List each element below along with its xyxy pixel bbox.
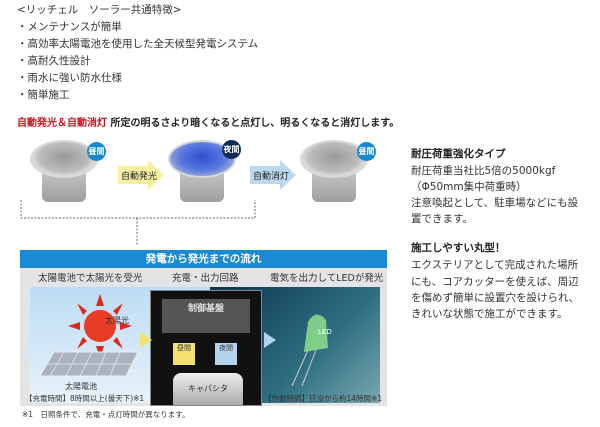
charge-time: 【充電時間】8時間以上(曇天下)※1 [25, 394, 145, 403]
day-badge: 昼間 [357, 142, 376, 161]
feature-item: ・メンテナンスが簡単 [17, 21, 122, 33]
feature-item: ・簡単施工 [17, 89, 70, 101]
feature-item: ・雨水に強い防水仕様 [17, 72, 122, 84]
capacitor: キャパシタ [173, 373, 243, 405]
feature-item: ・高効率太陽電池を使用した全天候型発電システム [17, 38, 259, 50]
day-badge: 昼間 [87, 142, 106, 161]
run-time: 【作動時間】日没から約14時間※1 [264, 394, 383, 403]
col2-label: 充電・出力回路 [172, 273, 239, 284]
right-heading-1: 耐圧荷重強化タイプ [411, 148, 506, 160]
solar-panel-icon [40, 351, 139, 377]
dashed-bracket [20, 200, 256, 246]
flow-panel: 発電から発光までの流れ 太陽電池で太陽光を受光 充電・出力回路 電気を出力してL… [20, 250, 387, 406]
flow-title: 発電から発光までの流れ [20, 250, 387, 268]
day-arrow: 昼間 [173, 343, 195, 365]
feature-item: ・高耐久性設計 [17, 55, 91, 67]
right-text: エクステリアとして完成された場所 [411, 259, 579, 271]
right-text: 注意喚起として、駐車場などにも設 [411, 197, 579, 209]
auto-line: 自動発光＆自動消灯 所定の明るさより暗くなると点灯し、明るくなると消灯します。 [17, 114, 399, 129]
right-text: を傷めず簡単に設置穴を設けられ、 [411, 292, 580, 304]
col1-label: 太陽電池で太陽光を受光 [38, 273, 143, 284]
auto-text: 所定の明るさより暗くなると点灯し、明るくなると消灯します。 [110, 118, 400, 129]
lamp-night [168, 140, 236, 206]
features-title: <リッチェル ソーラー共通特徴> [17, 4, 182, 16]
sunlight-label: 太陽光 [105, 316, 129, 325]
footnote: ※1 日照条件で、充電・点灯時間が異なります。 [22, 410, 190, 419]
lamp-day [30, 140, 98, 206]
right-text: 耐圧荷重当社比5倍の5000kgf [411, 165, 556, 177]
right-text: 置できます。 [411, 213, 473, 225]
right-text: （Φ50mm集中荷重時） [411, 181, 527, 193]
led-label: LED [318, 328, 332, 336]
night-arrow: 夜間 [215, 343, 237, 365]
circuit-box: 制御基盤 昼間 夜間 キャパシタ [150, 290, 262, 406]
auto-off-arrow: 自動消灯 [250, 160, 296, 190]
right-text: きれいな状態で施工ができます。 [411, 308, 568, 320]
auto-on-arrow: 自動発光 [118, 160, 164, 190]
auto-label: 自動発光＆自動消灯 [17, 118, 107, 129]
right-text: にも、コアカッターを使えば、周辺 [411, 276, 579, 288]
col3-label: 電気を出力してLEDが発光 [270, 273, 384, 284]
right-heading-2: 施工しやすい丸型！ [411, 242, 506, 254]
flow-arrows [140, 332, 276, 348]
night-badge: 夜間 [222, 140, 241, 159]
led-icon [291, 314, 328, 387]
sun-icon [68, 294, 132, 358]
panel-label: 太陽電池 [65, 382, 97, 391]
board-label: 制御基盤 [162, 299, 250, 333]
